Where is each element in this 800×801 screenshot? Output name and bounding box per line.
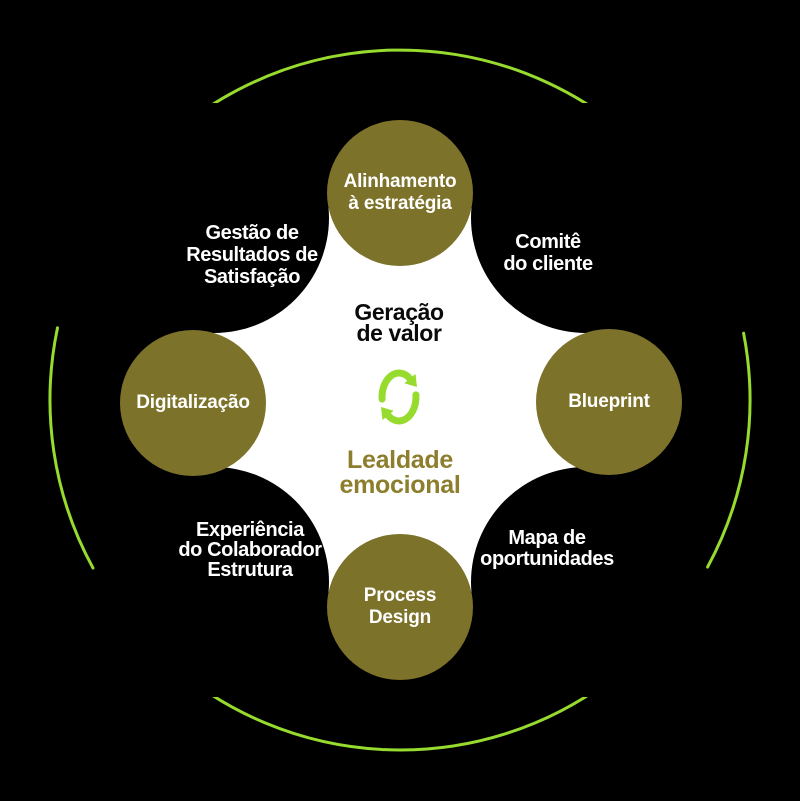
cycle-arrow-bottom <box>381 391 420 425</box>
node-circle-process-design: Process Design <box>327 534 473 680</box>
node-text: Process Design <box>364 585 437 629</box>
node-text: Blueprint <box>568 391 650 413</box>
node-bottom-line2: Design <box>368 607 432 628</box>
node-right-line1: Blueprint <box>568 391 650 412</box>
corner-cutout-bottom-right <box>471 467 701 697</box>
node-circle-alinhamento: Alinhamento à estratégia <box>327 120 473 266</box>
label-line: Mapa de <box>508 527 586 549</box>
label-line: Resultados de <box>186 244 318 266</box>
label-gestao-resultados: Gestão de Resultados de Satisfação <box>186 222 318 288</box>
ring-arc-right <box>706 331 752 569</box>
label-mapa-oportunidades: Mapa de oportunidades <box>480 528 614 570</box>
label-line: oportunidades <box>480 548 614 570</box>
corner-cutout-top-left <box>99 103 329 333</box>
label-line: Satisfação <box>203 266 301 288</box>
label-line: Comitê <box>515 231 581 253</box>
center-cross-shape <box>99 103 701 697</box>
corner-cutout-bottom-left <box>99 467 329 697</box>
center-loyalty-line2: emocional <box>339 471 461 499</box>
label-comite-cliente: Comitê do cliente <box>503 231 593 275</box>
cycle-refresh-icon <box>378 369 420 425</box>
node-circle-digitalizacao: Digitalização <box>120 330 266 476</box>
center-value-line2: de valor <box>356 320 442 346</box>
label-line: do cliente <box>503 253 593 275</box>
label-line: Gestão de <box>205 222 299 244</box>
cycle-arrow-top <box>378 369 417 403</box>
node-bottom-line1: Process <box>363 585 437 606</box>
node-text: Digitalização <box>136 392 250 414</box>
node-left-line1: Digitalização <box>136 392 250 413</box>
node-top-line2: à estratégia <box>348 193 452 214</box>
node-top-line1: Alinhamento <box>343 171 457 192</box>
label-line: Experiência <box>196 519 304 541</box>
node-text: Alinhamento à estratégia <box>344 171 457 215</box>
center-value-line1: Geração <box>354 299 444 325</box>
center-value-title: Geração de valor <box>354 299 444 346</box>
label-line: do Colaborador <box>178 539 322 561</box>
label-experiencia-colaborador: Experiência do Colaborador Estrutura <box>178 519 322 581</box>
node-circle-blueprint: Blueprint <box>536 329 682 475</box>
center-loyalty-line1: Lealdade <box>347 446 453 474</box>
label-line: Estrutura <box>207 559 293 581</box>
ring-arc-left <box>48 326 95 570</box>
center-loyalty-title: Lealdade emocional <box>340 448 461 498</box>
ring-arc-bottom <box>166 660 610 752</box>
corner-cutout-top-right <box>471 103 701 333</box>
